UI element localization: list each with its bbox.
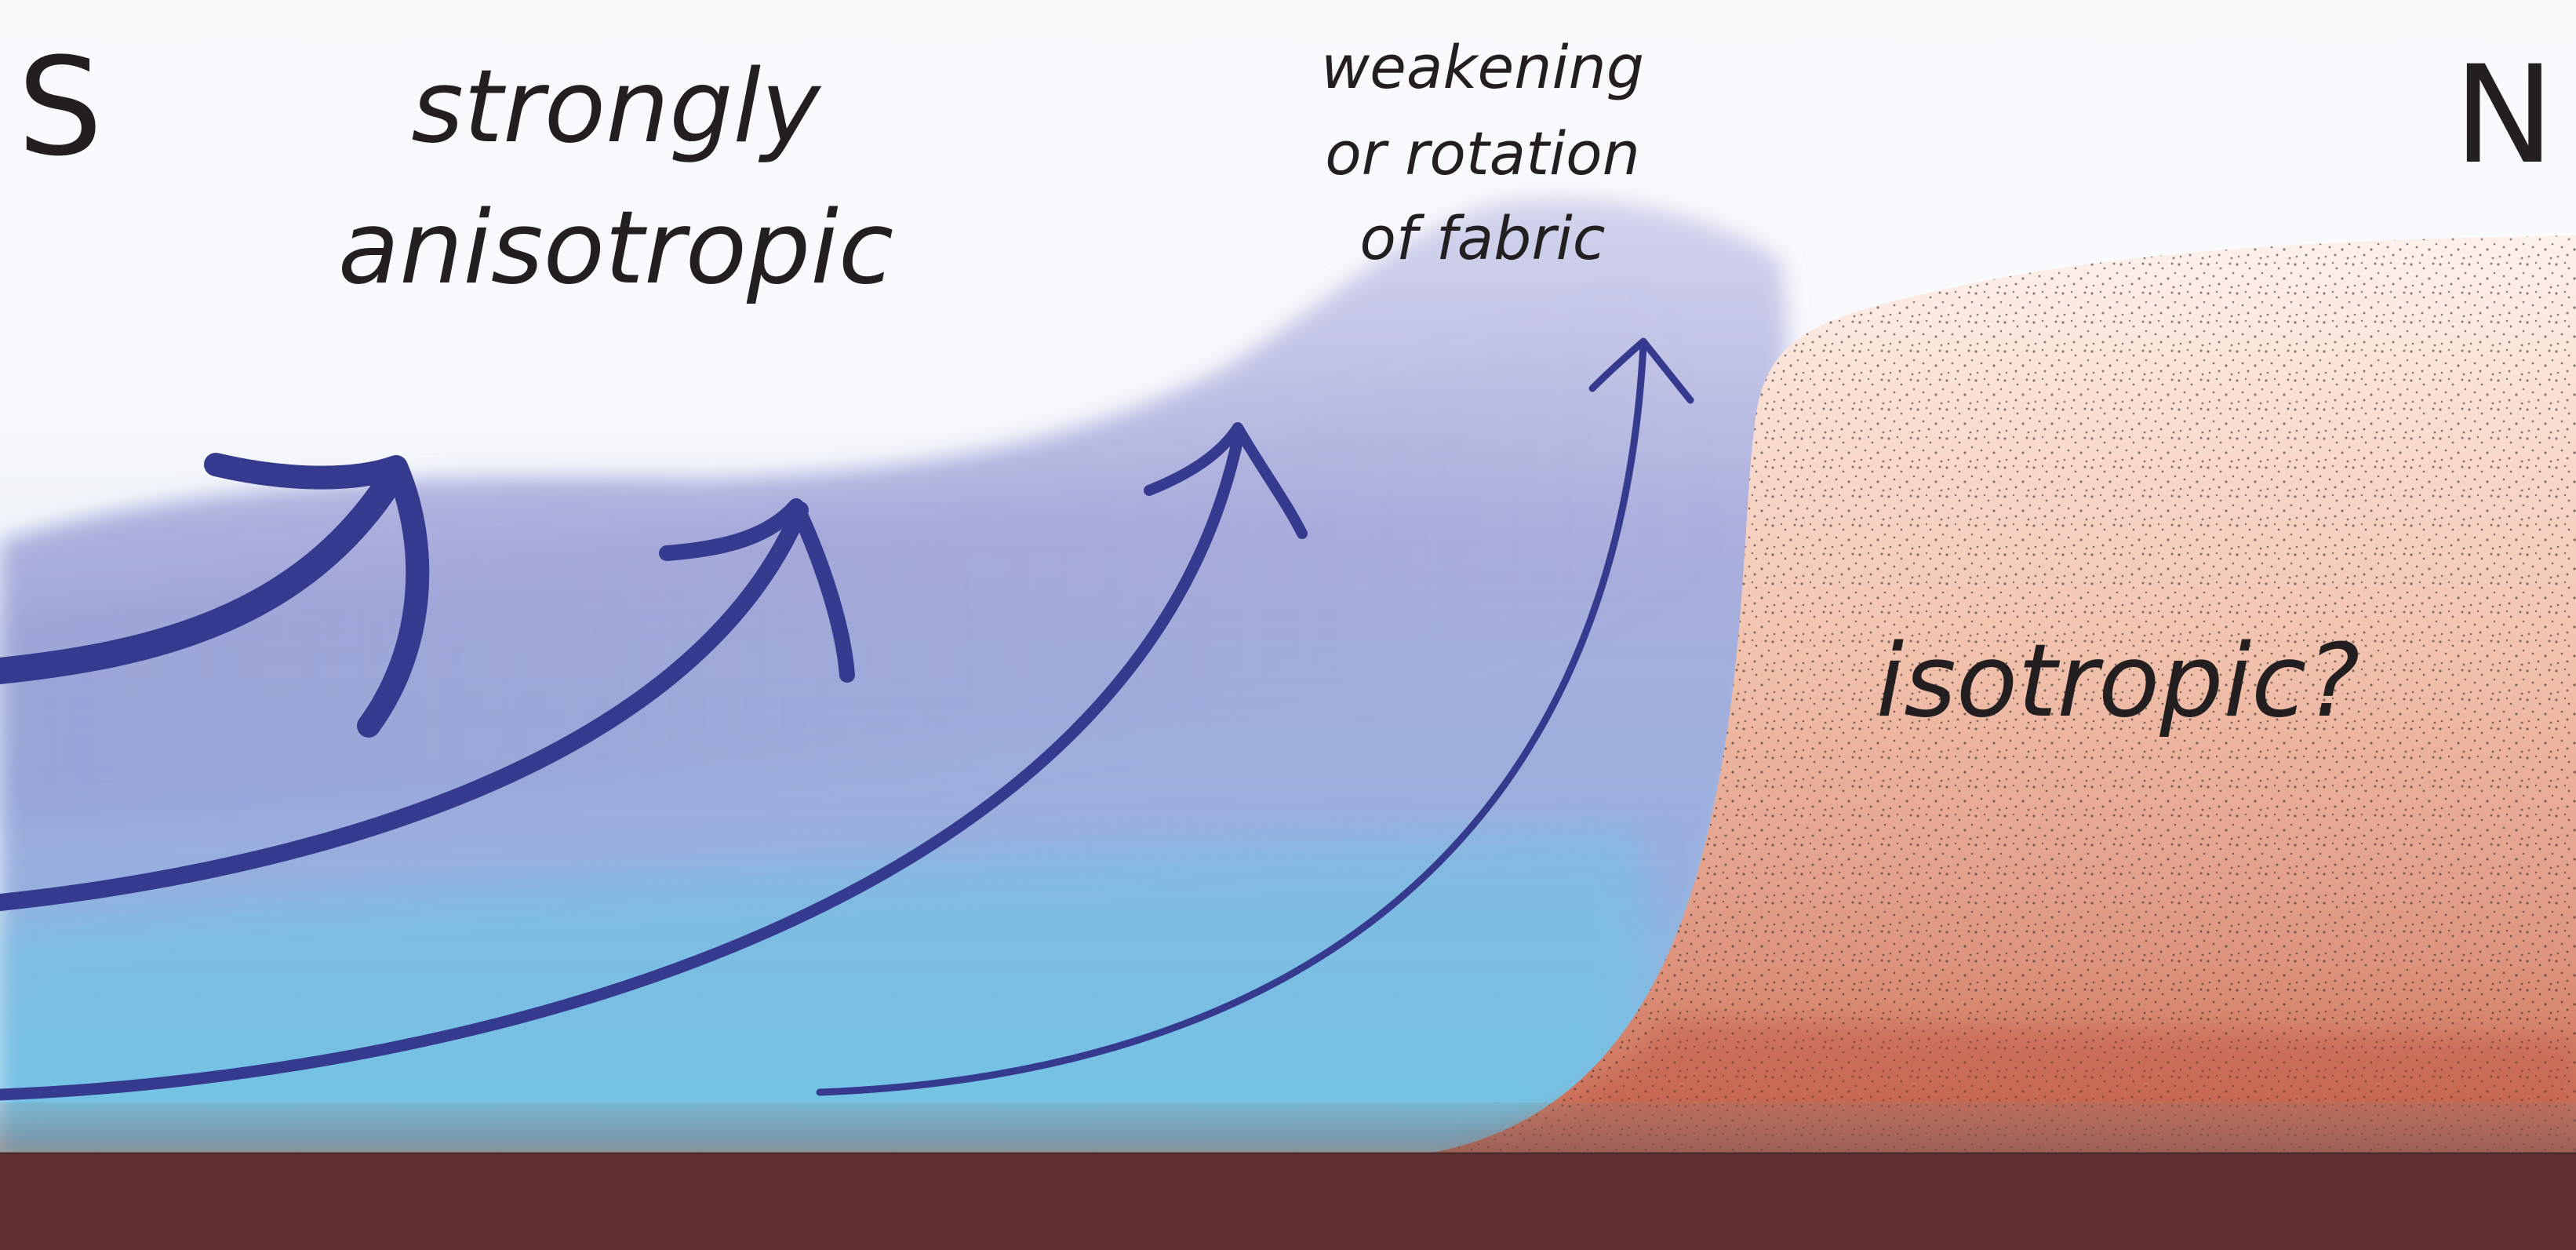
flow-arrow-1-head	[204, 453, 430, 738]
flow-arrow-1-shaft	[0, 457, 409, 684]
south-label: S	[17, 28, 103, 186]
flow-arrow-2-shaft	[0, 501, 809, 911]
anisotropic-label-line1: strongly	[411, 49, 822, 166]
ice-region	[0, 198, 1788, 1153]
weakening-label-line2: or rotation	[1325, 118, 1640, 188]
flow-arrow-4-head	[1588, 337, 1694, 404]
flow-arrows	[0, 337, 1694, 1101]
north-label: N	[2454, 36, 2555, 194]
weakening-label-line3: of fabric	[1359, 203, 1605, 273]
flow-arrow-3	[0, 422, 1308, 1101]
anisotropic-label-line2: anisotropic	[338, 190, 893, 307]
flow-arrow-4-shaft	[816, 341, 1647, 1096]
flow-arrow-2	[0, 498, 855, 911]
flow-arrow-2-head	[659, 498, 855, 683]
flow-arrow-3-head	[1144, 422, 1308, 539]
flow-arrow-4	[816, 337, 1694, 1096]
weakening-label-line1: weakening	[1321, 32, 1644, 102]
isotropic-label: isotropic?	[1876, 623, 2360, 740]
bedrock	[0, 1154, 2576, 1250]
bed-transition	[0, 1102, 2576, 1153]
flow-arrow-3-shaft	[0, 425, 1246, 1101]
flow-arrow-1	[0, 453, 430, 738]
